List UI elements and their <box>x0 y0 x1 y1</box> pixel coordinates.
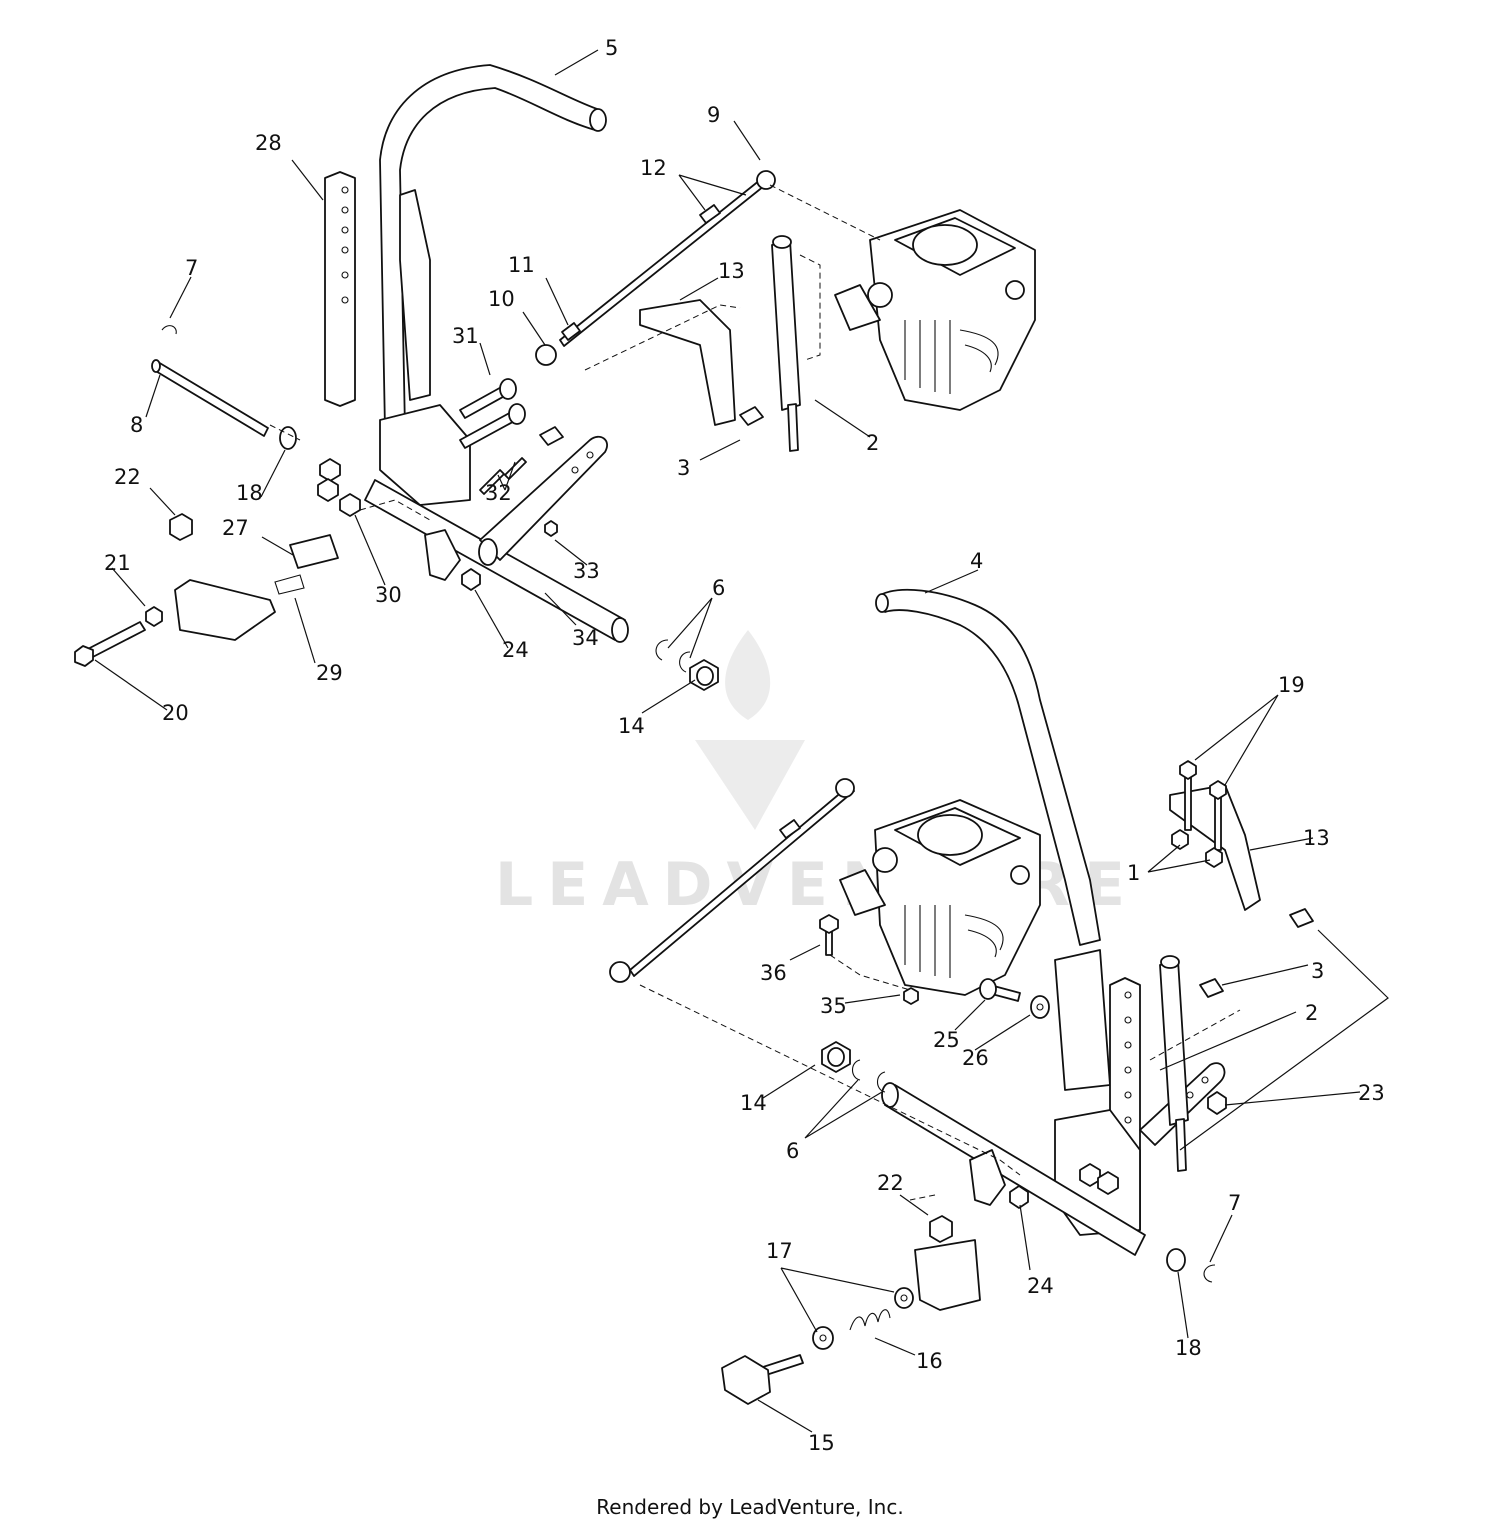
callout-8[interactable]: 8 <box>130 413 143 437</box>
callout-30[interactable]: 30 <box>375 583 402 607</box>
callout-24b[interactable]: 24 <box>1027 1274 1054 1298</box>
callout-2b[interactable]: 2 <box>1305 1001 1318 1025</box>
callout-13b[interactable]: 13 <box>1303 826 1330 850</box>
callout-28[interactable]: 28 <box>255 131 282 155</box>
callout-25[interactable]: 25 <box>933 1028 960 1052</box>
callout-1[interactable]: 1 <box>1127 861 1140 885</box>
callout-27[interactable]: 27 <box>222 516 249 540</box>
footer-credit: Rendered by LeadVenture, Inc. <box>596 1495 904 1519</box>
damper-upper[interactable] <box>771 239 801 411</box>
callout-20[interactable]: 20 <box>162 701 189 725</box>
callout-36[interactable]: 36 <box>760 961 787 985</box>
callout-10[interactable]: 10 <box>488 287 515 311</box>
callout-23[interactable]: 23 <box>1358 1081 1385 1105</box>
callout-21[interactable]: 21 <box>104 551 131 575</box>
callout-14a[interactable]: 14 <box>618 714 645 738</box>
callout-6b[interactable]: 6 <box>786 1139 799 1163</box>
callout-labels: 5 28 9 12 7 11 13 10 31 8 2 3 22 18 32 2… <box>104 36 1385 1455</box>
callout-19[interactable]: 19 <box>1278 673 1305 697</box>
callout-24a[interactable]: 24 <box>502 638 529 662</box>
callout-4[interactable]: 4 <box>970 549 983 573</box>
callout-34[interactable]: 34 <box>572 626 599 650</box>
bracket-upper[interactable] <box>639 299 736 426</box>
upper-assembly <box>74 64 1036 691</box>
callout-22b[interactable]: 22 <box>877 1171 904 1195</box>
callout-6a[interactable]: 6 <box>712 576 725 600</box>
callout-35[interactable]: 35 <box>820 994 847 1018</box>
callout-18b[interactable]: 18 <box>1175 1336 1202 1360</box>
callout-31[interactable]: 31 <box>452 324 479 348</box>
callout-26[interactable]: 26 <box>962 1046 989 1070</box>
callout-2[interactable]: 2 <box>866 431 879 455</box>
damper-lower[interactable] <box>1159 959 1189 1126</box>
callout-33[interactable]: 33 <box>573 559 600 583</box>
callout-32[interactable]: 32 <box>485 481 512 505</box>
control-handle-lower[interactable] <box>879 588 1101 946</box>
callout-3b[interactable]: 3 <box>1311 959 1324 983</box>
callout-22[interactable]: 22 <box>114 465 141 489</box>
callout-29[interactable]: 29 <box>316 661 343 685</box>
leader-lines <box>94 49 1389 1433</box>
callout-16[interactable]: 16 <box>916 1349 943 1373</box>
callout-7b[interactable]: 7 <box>1228 1191 1241 1215</box>
callout-11[interactable]: 11 <box>508 253 535 277</box>
watermark-text: LEADVENTURE <box>495 850 1139 920</box>
hydraulic-pump-lower[interactable] <box>839 799 1041 996</box>
callout-3[interactable]: 3 <box>677 456 690 480</box>
callout-15[interactable]: 15 <box>808 1431 835 1455</box>
hydraulic-pump-upper[interactable] <box>834 209 1036 411</box>
callout-5[interactable]: 5 <box>605 36 618 60</box>
rod-upper[interactable] <box>153 361 269 437</box>
callout-9[interactable]: 9 <box>707 103 720 127</box>
adjustment-bar-upper[interactable] <box>324 171 356 407</box>
callout-17[interactable]: 17 <box>766 1239 793 1263</box>
bracket-lower[interactable] <box>1169 784 1261 911</box>
callout-13[interactable]: 13 <box>718 259 745 283</box>
callout-7[interactable]: 7 <box>185 256 198 280</box>
callout-12[interactable]: 12 <box>640 156 667 180</box>
callout-14b[interactable]: 14 <box>740 1091 767 1115</box>
callout-18[interactable]: 18 <box>236 481 263 505</box>
lower-assembly <box>609 588 1314 1405</box>
